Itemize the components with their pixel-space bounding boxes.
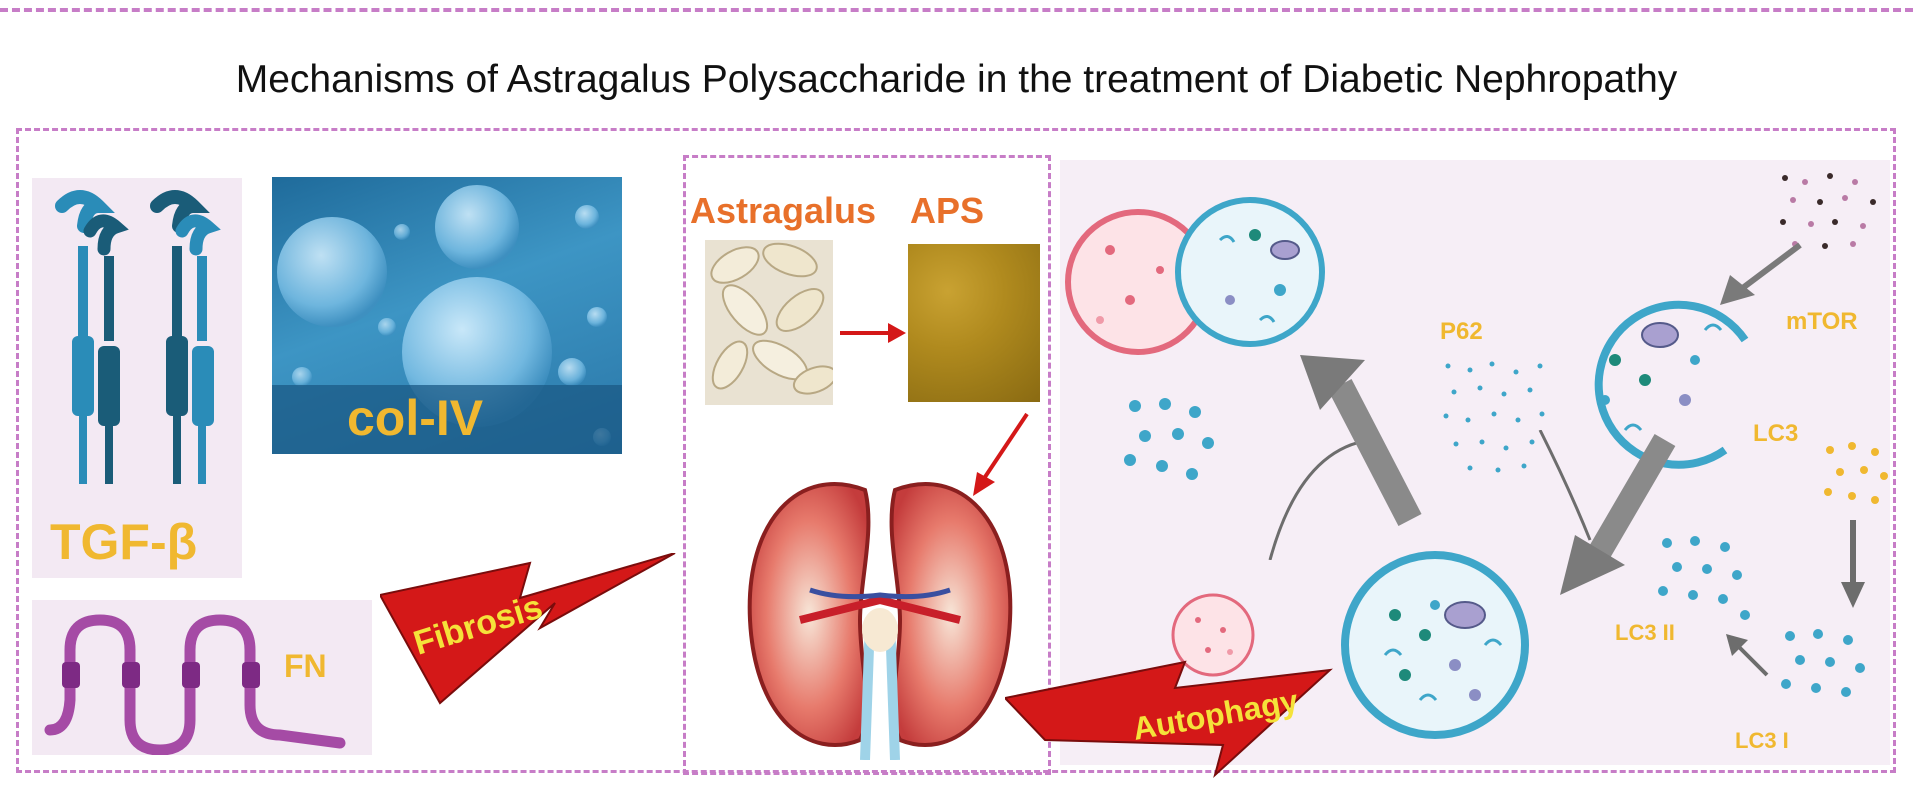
lc3-label: LC3 <box>1753 420 1798 448</box>
col-iv-label: col-IV <box>347 389 483 447</box>
tgf-beta-receptor-icon <box>32 186 242 496</box>
mtor-label: mTOR <box>1786 308 1858 336</box>
lc3ii-label: LC3 II <box>1615 620 1675 646</box>
kidney-icon <box>740 470 1020 760</box>
lysosome-dots-icon <box>1120 398 1220 488</box>
lc3-down-arrow <box>1838 520 1868 610</box>
autophagosome-icon <box>1335 545 1535 745</box>
fn-card: FN <box>32 600 372 755</box>
tgf-beta-label: TGF-β <box>50 513 197 571</box>
fusion-arrow <box>1260 330 1460 560</box>
process-arrow <box>838 318 908 348</box>
p62-label: P62 <box>1440 318 1483 346</box>
astragalus-slices-image <box>705 240 833 405</box>
aps-powder-image <box>908 244 1040 402</box>
lc3i-to-lc3ii-arrow <box>1722 630 1772 680</box>
astragalus-label: Astragalus <box>690 190 876 232</box>
lc3ii-dots-icon <box>1655 535 1755 625</box>
diagram-title: Mechanisms of Astragalus Polysaccharide … <box>0 58 1913 102</box>
fibrosis-bolt: Fibrosis <box>380 553 680 733</box>
autophagy-bolt: Autophagy <box>1005 640 1335 780</box>
lc3i-label: LC3 I <box>1735 728 1789 754</box>
col-iv-image: col-IV <box>272 177 622 454</box>
tgf-beta-card: TGF-β <box>32 178 242 578</box>
lc3-dots-icon <box>1820 440 1890 510</box>
top-divider <box>0 8 1913 12</box>
lc3i-dots-icon <box>1778 628 1878 718</box>
mtor-arrow <box>1715 240 1805 310</box>
aps-label: APS <box>910 190 984 232</box>
fn-label: FN <box>284 648 327 685</box>
